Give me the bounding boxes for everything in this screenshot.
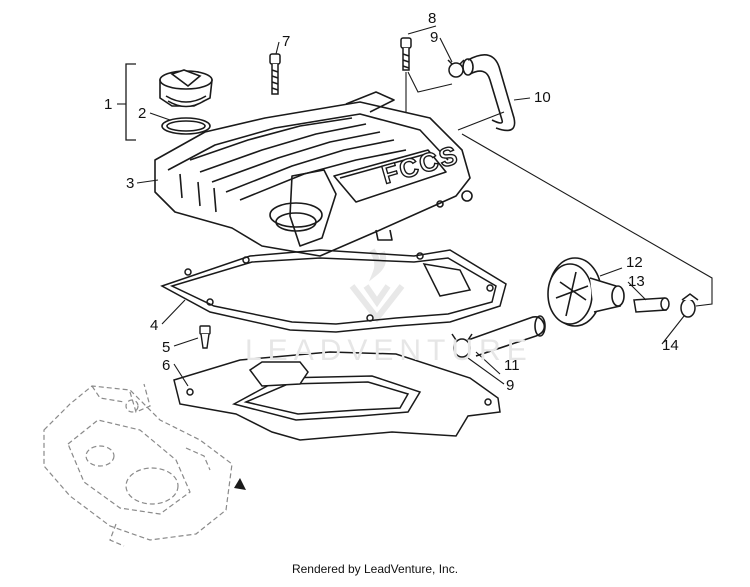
pcv-hose <box>467 315 546 357</box>
callout-10: 10 <box>534 89 551 106</box>
callout-6: 6 <box>162 357 170 374</box>
fitting <box>633 297 670 313</box>
gasket <box>160 249 507 333</box>
breather-bolt <box>400 37 412 71</box>
callout-bracket <box>125 63 136 141</box>
breather-plate <box>173 351 501 441</box>
breather-hose <box>462 54 516 132</box>
callout-14: 14 <box>662 337 679 354</box>
callout-2: 2 <box>138 105 146 122</box>
watermark-logo <box>349 248 405 323</box>
callout-12: 12 <box>626 254 643 271</box>
callout-9-bottom: 9 <box>506 377 514 394</box>
watermark-text: LEADVENTURE <box>245 334 533 367</box>
leader-lines <box>117 25 713 387</box>
arrow-marker <box>234 478 246 490</box>
callout-4: 4 <box>150 317 158 334</box>
callout-13: 13 <box>628 273 645 290</box>
hose-clamp <box>680 293 699 318</box>
oil-separator <box>547 257 625 327</box>
callout-1: 1 <box>104 96 112 113</box>
callout-3: 3 <box>126 175 134 192</box>
o-ring <box>161 117 211 135</box>
callout-5: 5 <box>162 339 170 356</box>
callout-11: 11 <box>504 357 520 374</box>
footer-credit: Rendered by LeadVenture, Inc. <box>291 562 459 576</box>
plug <box>199 325 211 349</box>
callout-7: 7 <box>282 33 290 50</box>
callout-9-top: 9 <box>430 29 438 46</box>
callout-8: 8 <box>428 10 436 27</box>
hose-clamp <box>451 333 473 358</box>
engine-head-reference <box>43 383 233 547</box>
oil-filler-cap <box>159 69 213 108</box>
hose-clamp <box>447 59 465 78</box>
bolt <box>269 53 281 95</box>
valve-cover <box>154 91 473 257</box>
